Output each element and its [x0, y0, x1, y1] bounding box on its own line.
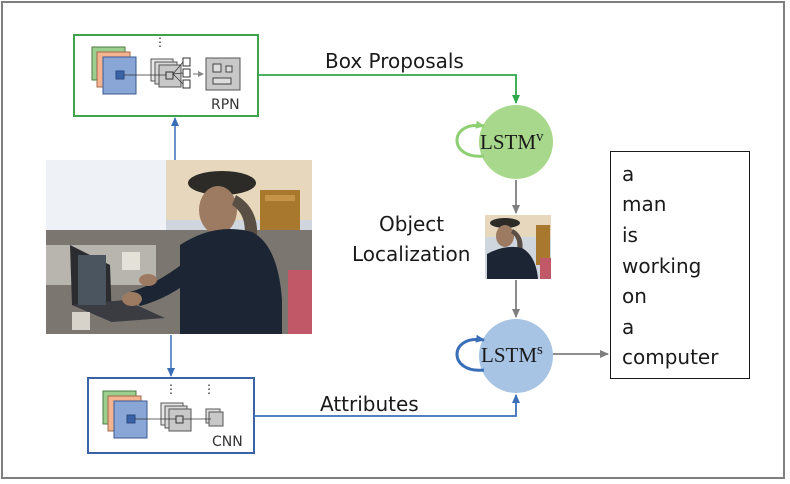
edge-box-proposals: [258, 74, 520, 104]
lstm-v-node: [455, 105, 553, 179]
rpn-label: RPN: [211, 97, 240, 113]
caption-word: man: [622, 192, 667, 216]
man-at-laptop-photo: [46, 160, 312, 334]
caption-output-box: a man is working on a computer: [610, 151, 750, 379]
caption-word: working: [622, 254, 702, 278]
lstm-v-base: LSTM: [480, 130, 537, 154]
svg-text:⋮: ⋮: [203, 382, 215, 396]
cnn-label: CNN: [212, 434, 243, 450]
lstm-v-label: LSTMv: [480, 129, 544, 155]
localization-label: Localization: [352, 242, 471, 266]
cropped-man-photo: [485, 215, 551, 279]
caption-word: is: [622, 223, 638, 247]
lstm-s-base: LSTM: [481, 343, 538, 367]
object-label: Object: [379, 212, 445, 236]
attributes-label: Attributes: [320, 392, 419, 416]
edge-attributes: [254, 394, 520, 417]
lstm-s-label: LSTMs: [481, 342, 543, 368]
caption-word: computer: [622, 345, 719, 369]
rpn-module: ⋮: [73, 34, 259, 117]
lstm-s-sup: s: [537, 342, 543, 358]
lstm-v-sup: v: [536, 129, 544, 145]
lstm-s-node: [455, 319, 553, 393]
caption-word: on: [622, 284, 647, 308]
svg-text:⋮: ⋮: [165, 382, 177, 396]
box-proposals-label: Box Proposals: [325, 49, 464, 73]
cnn-module: ⋮ ⋮: [87, 377, 255, 454]
caption-word: a: [622, 315, 635, 339]
svg-text:⋮: ⋮: [154, 35, 166, 49]
caption-word: a: [622, 162, 635, 186]
